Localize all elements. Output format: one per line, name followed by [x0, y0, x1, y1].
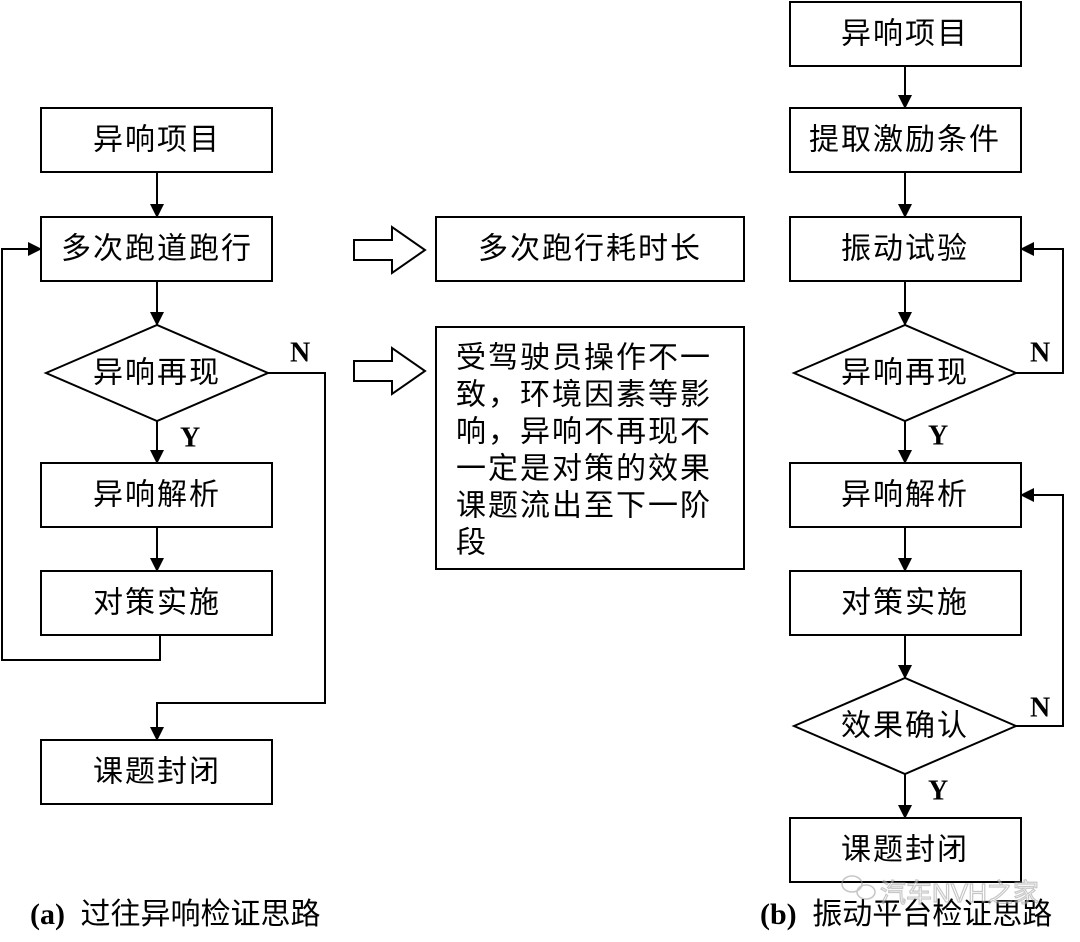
note-2-line-3: 响，异响不再现不 [456, 415, 712, 450]
right-loop-2 [1016, 488, 1064, 727]
right-node-project-label: 异响项目 [841, 17, 969, 52]
right-node-extract-label: 提取激励条件 [809, 123, 1001, 158]
left-loop-back [1, 242, 161, 661]
note-2-line-4: 一定是对策的效果 [456, 452, 712, 487]
right-y-label-2: Y [928, 776, 948, 807]
right-decision-1-label: 异响再现 [841, 356, 969, 391]
left-n-path [150, 372, 326, 741]
left-caption-prefix: (a) [30, 898, 65, 931]
left-y-label: Y [180, 423, 200, 454]
left-node-close-label: 课题封闭 [93, 755, 221, 790]
note-2-line-6: 段 [456, 526, 488, 561]
left-caption-text: 过往异响检证思路 [81, 897, 321, 932]
right-node-analysis-label: 异响解析 [841, 478, 969, 513]
right-n-label-1: N [1030, 338, 1050, 369]
hollow-arrow-1 [353, 225, 427, 275]
wechat-icon [841, 875, 876, 900]
right-y-label-1: Y [928, 421, 948, 452]
left-node-analysis-label: 异响解析 [93, 478, 221, 513]
note-2-line-5: 课题流出至下一阶 [456, 489, 712, 524]
right-caption-prefix: (b) [760, 898, 797, 931]
left-caption: (a) 过往异响检证思路 [30, 897, 321, 932]
note-box-2 [435, 326, 745, 570]
note-1-text: 多次跑行耗时长 [478, 232, 702, 267]
right-caption: (b) 振动平台检证思路 [760, 897, 1052, 932]
watermark: 汽车NVH之家 [841, 875, 1040, 909]
right-node-vibration-label: 振动试验 [841, 232, 969, 267]
note-box-1 [435, 216, 745, 282]
note-2-line-2: 致，环境因素等影 [456, 378, 712, 413]
left-node-project-label: 异响项目 [93, 123, 221, 158]
note-2-line-1: 受驾驶员操作不一 [456, 341, 712, 376]
right-decision-2-label: 效果确认 [841, 709, 969, 744]
watermark-text: 汽车NVH之家 [880, 878, 1039, 908]
right-n-label-2: N [1030, 693, 1050, 724]
right-caption-text: 振动平台检证思路 [812, 897, 1052, 932]
hollow-arrow-2 [353, 346, 427, 396]
right-loop-1 [1016, 242, 1064, 374]
left-decision-label: 异响再现 [93, 356, 221, 391]
left-node-runs-label: 多次跑道跑行 [61, 232, 253, 267]
right-node-measures-label: 对策实施 [841, 586, 969, 621]
right-node-close-label: 课题封闭 [841, 833, 969, 868]
left-node-measures-label: 对策实施 [93, 586, 221, 621]
left-n-label: N [290, 338, 310, 369]
